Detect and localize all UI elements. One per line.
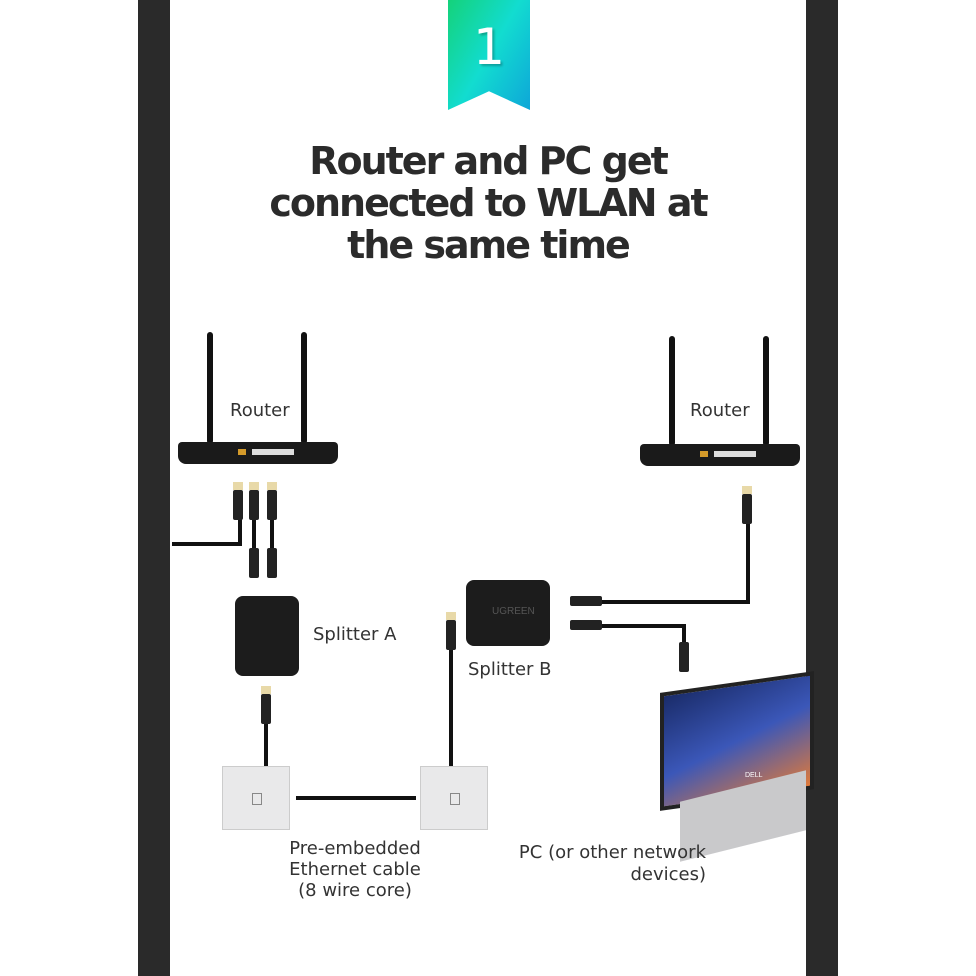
cable — [172, 542, 242, 546]
cable — [600, 600, 750, 604]
pc-label: PC (or other network devices) — [500, 842, 706, 886]
title-line: the same time — [347, 223, 631, 267]
plug — [261, 686, 271, 694]
plug — [446, 620, 456, 650]
router-left-label: Router — [230, 400, 290, 421]
plug — [261, 694, 271, 724]
cable-label-line: Pre-embedded — [289, 838, 421, 859]
pc-label-line: devices) — [630, 864, 706, 885]
wan-port — [238, 449, 246, 455]
antenna-icon — [301, 332, 307, 444]
plug — [267, 548, 277, 578]
plug — [249, 482, 259, 490]
page-title: Router and PC get connected to WLAN at t… — [170, 140, 806, 266]
laptop-brand: DELL — [745, 772, 763, 779]
cable — [746, 524, 750, 604]
plug — [233, 482, 243, 490]
splitter-brand: UGREEN — [492, 606, 535, 617]
splitter-b — [466, 580, 550, 646]
plug — [249, 490, 259, 520]
cable — [238, 510, 242, 546]
plug — [570, 596, 602, 606]
frame-right — [806, 0, 838, 976]
plug — [570, 620, 602, 630]
lan-ports — [714, 451, 756, 457]
plug — [267, 490, 277, 520]
wall-socket — [420, 766, 488, 830]
plug — [233, 490, 243, 520]
title-line: connected to WLAN at — [269, 181, 708, 225]
wan-port — [700, 451, 708, 457]
plug — [249, 548, 259, 578]
plug — [742, 486, 752, 494]
antenna-icon — [763, 336, 769, 446]
cable — [252, 520, 256, 550]
router-right-label: Router — [690, 400, 750, 421]
cable — [600, 624, 684, 628]
cable — [682, 624, 686, 644]
plug — [742, 494, 752, 524]
splitter-a-label: Splitter A — [313, 624, 397, 645]
cable-label: Pre-embedded Ethernet cable (8 wire core… — [270, 838, 440, 901]
plug — [446, 612, 456, 620]
cable — [449, 650, 453, 766]
antenna-icon — [669, 336, 675, 446]
cable — [270, 520, 274, 550]
frame-left — [138, 0, 170, 976]
cable-label-line: Ethernet cable — [289, 859, 421, 880]
title-line: Router and PC get — [309, 139, 669, 183]
pc-label-line: PC (or other network — [518, 842, 706, 863]
lan-ports — [252, 449, 294, 455]
cable — [264, 724, 268, 768]
plug — [267, 482, 277, 490]
splitter-a — [235, 596, 299, 676]
splitter-b-label: Splitter B — [468, 659, 552, 680]
antenna-icon — [207, 332, 213, 444]
cable-label-line: (8 wire core) — [298, 880, 412, 901]
wall-socket — [222, 766, 290, 830]
step-number: 1 — [473, 18, 505, 76]
embedded-cable — [296, 796, 416, 800]
plug — [679, 642, 689, 672]
